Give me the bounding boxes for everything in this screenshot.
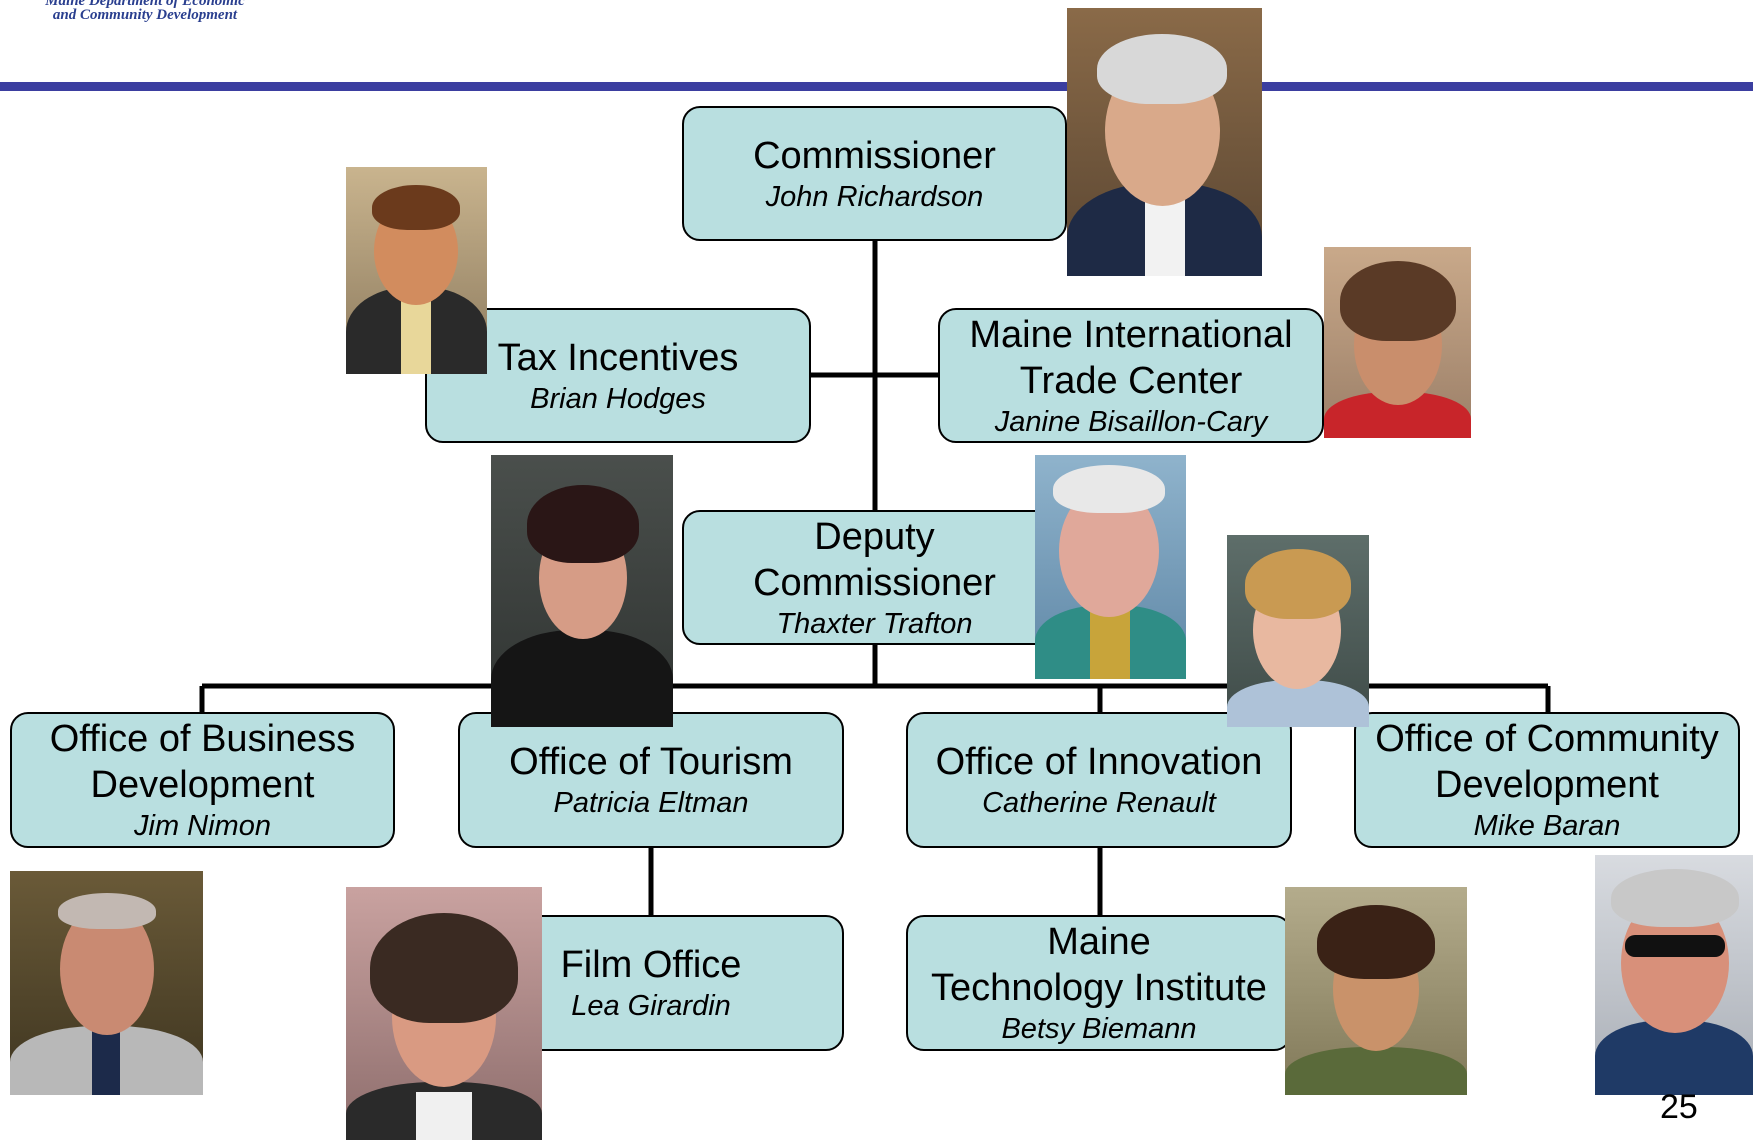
tourism-title: Office of Tourism bbox=[509, 741, 793, 783]
technology-institute-title: Maine Technology Institute bbox=[931, 921, 1267, 1009]
tax-incentives-box: Tax Incentives Brian Hodges bbox=[425, 308, 811, 443]
innovation-title: Office of Innovation bbox=[935, 741, 1263, 783]
community-development-name: Mike Baran bbox=[1473, 810, 1621, 842]
film-office-title: Film Office bbox=[560, 944, 742, 986]
business-development-photo bbox=[10, 871, 203, 1095]
deputy-commissioner-name: Thaxter Trafton bbox=[776, 607, 973, 640]
page-number: 25 bbox=[1660, 1088, 1698, 1126]
film-office-name: Lea Girardin bbox=[571, 990, 731, 1022]
film-office-photo bbox=[346, 887, 542, 1140]
technology-institute-name: Betsy Biemann bbox=[1001, 1013, 1197, 1045]
tourism-name: Patricia Eltman bbox=[553, 787, 749, 819]
logo-line-1: Maine Department of Economic bbox=[45, 0, 245, 8]
tax-incentives-photo bbox=[346, 167, 487, 374]
business-development-box: Office of Business Development Jim Nimon bbox=[10, 712, 395, 848]
innovation-name: Catherine Renault bbox=[982, 787, 1216, 819]
tax-incentives-title: Tax Incentives bbox=[497, 336, 739, 379]
header-rule bbox=[0, 82, 1753, 91]
department-logo: Maine Department of Economic and Communi… bbox=[30, 0, 260, 34]
commissioner-name: John Richardson bbox=[765, 180, 984, 213]
logo-line-2: and Community Development bbox=[52, 7, 238, 23]
community-development-photo bbox=[1595, 855, 1753, 1095]
technology-institute-photo bbox=[1285, 887, 1467, 1095]
innovation-box: Office of Innovation Catherine Renault bbox=[906, 712, 1292, 848]
trade-center-title: Maine International Trade Center bbox=[969, 313, 1293, 402]
deputy-commissioner-box: Deputy Commissioner Thaxter Trafton bbox=[682, 510, 1067, 645]
business-development-title: Office of Business Development bbox=[49, 718, 356, 806]
trade-center-photo bbox=[1324, 247, 1471, 438]
deputy-commissioner-photo bbox=[1035, 455, 1186, 679]
innovation-photo bbox=[1227, 535, 1369, 727]
tourism-box: Office of Tourism Patricia Eltman bbox=[458, 712, 844, 848]
deputy-commissioner-title: Deputy Commissioner bbox=[753, 515, 996, 604]
community-development-box: Office of Community Development Mike Bar… bbox=[1354, 712, 1740, 848]
trade-center-box: Maine International Trade Center Janine … bbox=[938, 308, 1324, 443]
community-development-title: Office of Community Development bbox=[1375, 718, 1719, 806]
tax-incentives-name: Brian Hodges bbox=[530, 382, 706, 415]
business-development-name: Jim Nimon bbox=[134, 810, 271, 842]
commissioner-box: Commissioner John Richardson bbox=[682, 106, 1067, 241]
tourism-photo bbox=[491, 455, 673, 727]
commissioner-title: Commissioner bbox=[753, 134, 996, 177]
trade-center-name: Janine Bisaillon-Cary bbox=[994, 405, 1268, 438]
technology-institute-box: Maine Technology Institute Betsy Biemann bbox=[906, 915, 1292, 1051]
commissioner-photo bbox=[1067, 8, 1262, 276]
